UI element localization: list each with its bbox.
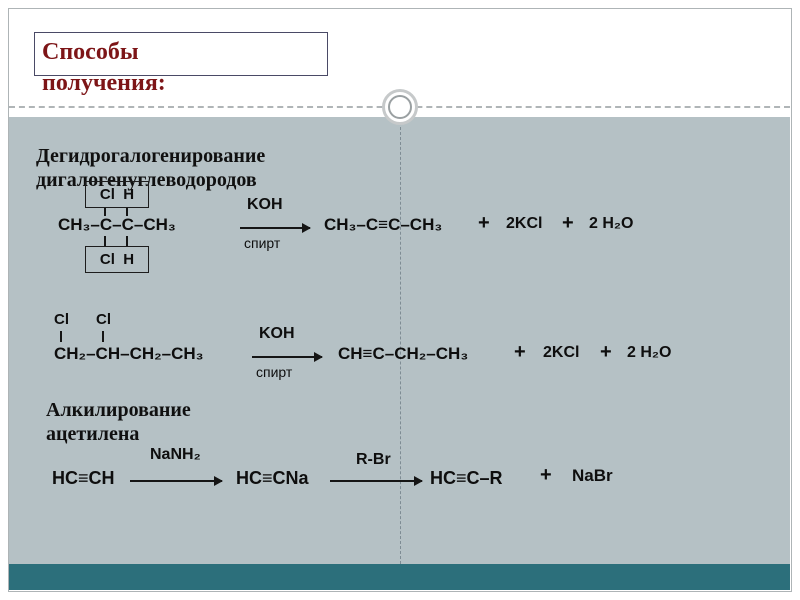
reaction2-cl-label-2: Cl: [96, 311, 111, 328]
title-box: [34, 32, 328, 76]
reaction3-arrow-2: [330, 476, 423, 486]
reaction2-product-formula: CH≡C–CH₂–CH₃: [338, 344, 469, 363]
reaction2-solvent-label: спирт: [256, 364, 293, 380]
section2-heading-line2: ацетилена: [46, 423, 140, 445]
content-area: [9, 117, 790, 564]
reaction3-plus: +: [540, 464, 552, 486]
bottom-accent-bar: [9, 564, 790, 590]
arrow-head-icon: [314, 352, 323, 362]
reaction1-catalyst-label: KOH: [247, 196, 283, 213]
reaction1-arrow: [240, 223, 311, 233]
arrow-head-icon: [414, 476, 423, 486]
bond-line: [60, 331, 62, 342]
reaction1-byproduct-1: 2KCl: [506, 215, 543, 232]
arrow-head-icon: [302, 223, 311, 233]
reaction1-reactant-formula: CH₃–C–C–CH₃: [58, 215, 176, 234]
reaction2-plus-2: +: [600, 341, 612, 363]
arrow-head-icon: [214, 476, 223, 486]
reaction1-plus-1: +: [478, 212, 490, 234]
reaction1-byproduct-2: 2 H₂O: [589, 215, 634, 232]
reaction3-arrow-1: [130, 476, 223, 486]
reaction2-catalyst-label: KOH: [259, 325, 295, 342]
section1-heading-line2: дигалогенуглеводородов: [36, 169, 257, 191]
bond-line: [126, 208, 128, 216]
reaction1-solvent-label: спирт: [244, 235, 281, 251]
reaction2-reactant-formula: CH₂–CH–CH₂–CH₃: [54, 344, 204, 363]
reaction1-plus-2: +: [562, 212, 574, 234]
reaction1-top-substituent-box: Cl H: [85, 181, 149, 208]
bond-line: [102, 331, 104, 342]
reaction3-reagent1-label: NaNH₂: [150, 446, 201, 463]
reaction2-cl-label-1: Cl: [54, 311, 69, 328]
divider-ornament-circle: [382, 89, 418, 125]
reaction3-product-formula: HC≡C–R: [430, 468, 503, 488]
reaction2-arrow: [252, 352, 323, 362]
bond-line: [104, 208, 106, 216]
reaction1-bottom-substituent-box: Cl H: [85, 246, 149, 273]
slide-frame: [8, 8, 792, 592]
slide-title: Способы получения:: [42, 37, 166, 99]
divider-ornament-inner-circle: [388, 95, 412, 119]
reaction2-byproduct-2: 2 H₂O: [627, 344, 672, 361]
reaction2-plus-1: +: [514, 341, 526, 363]
reaction2-byproduct-1: 2KCl: [543, 344, 580, 361]
bond-line: [126, 236, 128, 246]
bond-line: [104, 236, 106, 246]
vertical-divider: [400, 117, 401, 564]
slide-title-line2: получения:: [42, 70, 166, 96]
section2-heading-line1: Алкилирование: [46, 399, 191, 421]
reaction3-reactant-formula: HC≡CH: [52, 468, 115, 488]
slide-title-line1: Способы: [42, 39, 139, 65]
section2-heading: Алкилирование ацетилена: [46, 398, 191, 446]
reaction3-intermediate-formula: HC≡CNa: [236, 468, 309, 488]
section1-heading-line1: Дегидрогалогенирование: [36, 145, 266, 167]
reaction3-reagent2-label: R-Br: [356, 451, 391, 468]
reaction3-byproduct: NaBr: [572, 466, 613, 485]
reaction1-product-formula: CH₃–C≡C–CH₃: [324, 215, 443, 234]
section1-heading: Дегидрогалогенирование дигалогенуглеводо…: [36, 144, 265, 192]
